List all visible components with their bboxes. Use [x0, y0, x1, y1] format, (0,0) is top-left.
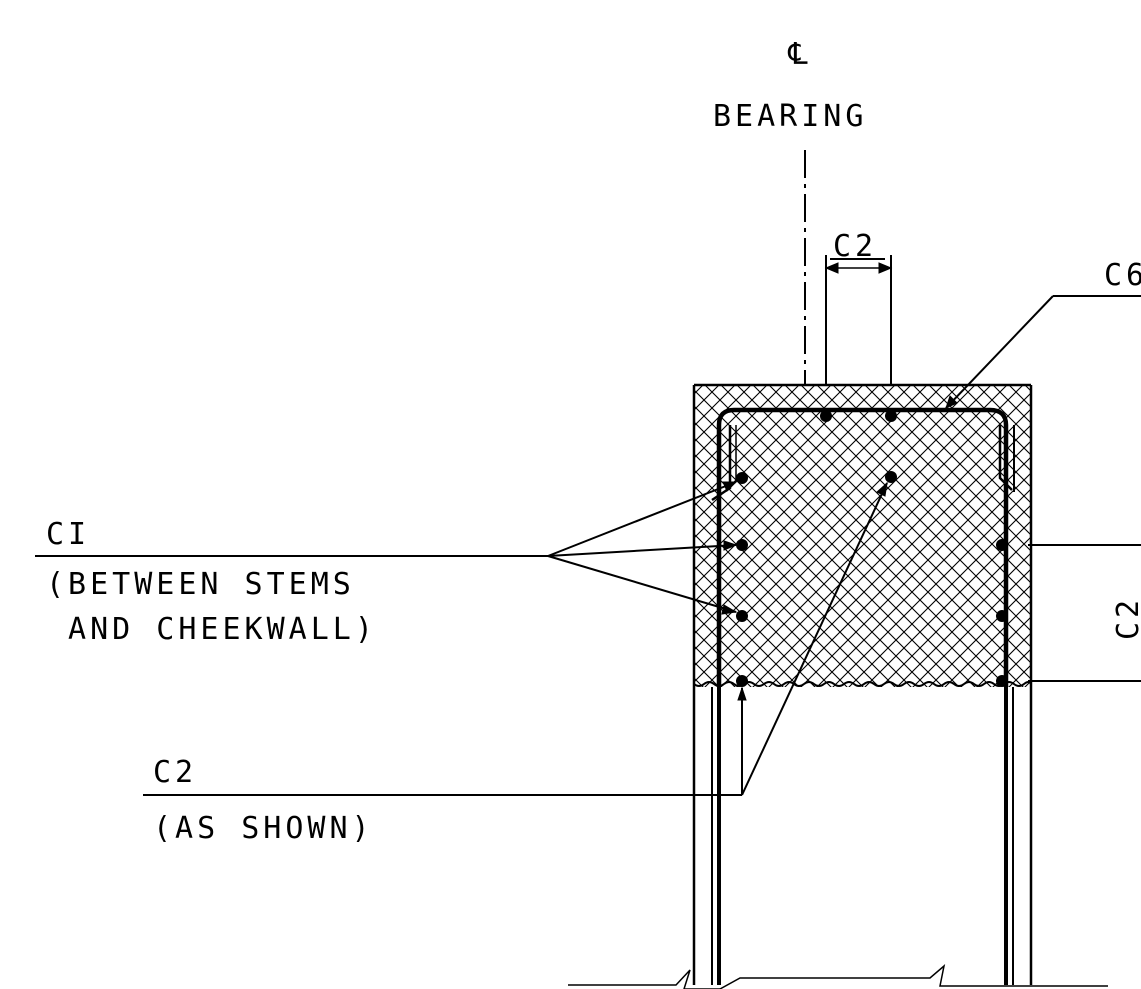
top-c2-dimension [824, 255, 893, 385]
c2-right-label: C2 [1111, 596, 1141, 640]
bar-top-right [885, 410, 897, 422]
bar-left-3 [736, 610, 748, 622]
c1-leader [35, 481, 738, 615]
c2-left-label: C2 [153, 755, 197, 790]
bar-left-2 [736, 539, 748, 551]
bar-left-1 [736, 472, 748, 484]
bar-right-3 [996, 675, 1008, 687]
centerline-symbol: ℄ [787, 37, 808, 72]
stem-walls [692, 383, 1033, 985]
break-line [568, 964, 1108, 989]
c6-leader [945, 295, 1141, 409]
bar-left-4 [736, 675, 748, 687]
bar-right-1 [996, 539, 1008, 551]
bar-right-2 [996, 610, 1008, 622]
c1-label: CI [46, 517, 90, 552]
c2-left-note: (AS SHOWN) [153, 811, 374, 846]
rebar-dots [736, 410, 1008, 687]
construction-joint-line [693, 681, 1032, 687]
c2-left-leader [143, 481, 888, 796]
bar-top-left [820, 410, 832, 422]
c2-right-dimension [1028, 544, 1141, 682]
c1-note-line-2: AND CHEEKWALL) [46, 612, 377, 647]
bar-center [885, 471, 897, 483]
c6-label: C6 [1104, 258, 1141, 293]
bearing-label: BEARING [713, 99, 867, 134]
c1-note-line-1: (BETWEEN STEMS [46, 567, 355, 602]
